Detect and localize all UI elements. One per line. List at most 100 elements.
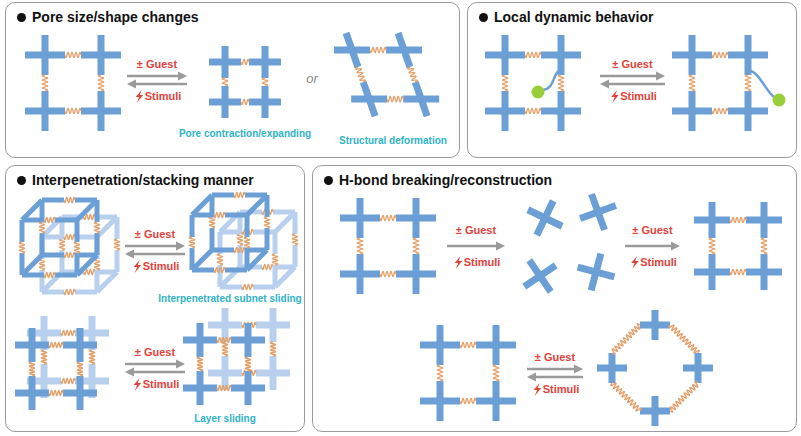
hbond-spring xyxy=(61,330,75,335)
hbond-spring xyxy=(214,267,225,272)
hbond-spring xyxy=(65,108,81,113)
linker-arm xyxy=(273,232,278,254)
linker-arm xyxy=(222,46,229,78)
hbond-spring xyxy=(234,247,245,252)
hbond-spring xyxy=(197,357,202,371)
hbond-spring xyxy=(49,342,63,347)
linker-arm xyxy=(262,86,269,118)
hbond-spring xyxy=(64,197,75,202)
pendant-group xyxy=(532,86,545,99)
reaction-arrow xyxy=(125,245,178,248)
linker-arm xyxy=(245,248,250,270)
panel-box: H-bond breaking/reconstruction xyxy=(312,165,797,432)
linker-arm xyxy=(609,353,616,383)
lightning-symbol xyxy=(134,378,142,391)
hbond-spring xyxy=(387,96,403,101)
lightning-symbol xyxy=(455,256,463,269)
hbond-spring xyxy=(502,75,507,91)
hbond-spring xyxy=(234,192,245,197)
hbond-spring xyxy=(241,99,249,104)
hbond-spring xyxy=(29,362,34,376)
pendant-chain xyxy=(543,70,561,90)
stimuli-label: Stimuli xyxy=(640,256,677,269)
hbond-spring xyxy=(380,215,396,220)
linker-arm xyxy=(192,213,214,218)
hbond-spring xyxy=(242,284,253,289)
linker-arm xyxy=(247,195,267,215)
hbond-spring xyxy=(74,242,79,253)
bullet-dot xyxy=(479,13,488,22)
reaction-arrow xyxy=(132,253,185,256)
linker-arm xyxy=(77,376,84,410)
stimuli-label: Stimuli xyxy=(620,90,657,103)
linker-arm xyxy=(245,323,252,357)
guest-label: ± Guest xyxy=(632,224,672,237)
bullet-dot xyxy=(17,176,26,185)
hbond-spring xyxy=(41,350,46,364)
linker-arm xyxy=(22,200,42,220)
hbond-spring xyxy=(19,242,24,253)
linker-arm xyxy=(591,254,601,291)
hbond-spring xyxy=(262,264,273,269)
hbond-spring xyxy=(670,382,698,413)
linker-arm xyxy=(262,46,269,78)
linker-arm xyxy=(437,381,444,421)
hbond-spring xyxy=(380,271,396,276)
caption-label: Interpenetrated subnet sliding xyxy=(158,293,301,305)
linker-arm xyxy=(398,33,410,67)
guest-label: ± Guest xyxy=(135,228,175,241)
hbond-spring xyxy=(460,342,476,347)
linker-arm xyxy=(42,91,49,131)
hbond-spring xyxy=(65,52,81,57)
hbond-spring xyxy=(59,239,64,250)
linker-arm xyxy=(55,218,77,223)
hbond-spring xyxy=(525,52,541,57)
reaction-arrow xyxy=(607,83,665,86)
hbond-spring xyxy=(217,254,222,265)
hbond-spring xyxy=(214,212,225,217)
linker-arm xyxy=(190,248,195,270)
arrow-head xyxy=(176,242,185,251)
hbond-spring xyxy=(241,59,249,64)
hbond-spring xyxy=(709,238,714,254)
reaction-arrow xyxy=(534,376,583,379)
arrow-head xyxy=(574,365,583,374)
linker-arm xyxy=(265,228,270,250)
linker-arm xyxy=(745,35,752,75)
hbond-spring xyxy=(94,222,99,233)
linker-arm xyxy=(493,325,500,365)
hbond-spring xyxy=(262,78,267,86)
hbond-spring xyxy=(370,47,386,52)
hbond-spring xyxy=(49,390,63,395)
hbond-spring xyxy=(525,108,541,113)
linker-arm xyxy=(357,254,364,294)
linker-arm xyxy=(192,268,214,273)
linker-arm xyxy=(75,220,80,242)
arrow-head xyxy=(127,80,136,89)
linker-arm xyxy=(415,82,427,116)
linker-arm xyxy=(437,325,444,365)
hbond-spring xyxy=(356,67,366,82)
reaction-arrow xyxy=(132,371,185,374)
linker-arm xyxy=(98,91,105,131)
linker-arm xyxy=(225,268,247,273)
panel-title: Local dynamic behavior xyxy=(494,9,654,25)
linker-arm xyxy=(537,201,554,235)
hbond-spring xyxy=(270,342,275,356)
lightning-symbol xyxy=(134,260,142,273)
bullet-dot xyxy=(17,13,26,22)
hbond-spring xyxy=(209,217,214,228)
linker-arm xyxy=(220,230,242,235)
reaction-arrow xyxy=(127,75,180,78)
linker-arm xyxy=(413,254,420,294)
bullet-dot xyxy=(324,176,333,185)
hbond-spring xyxy=(437,365,442,381)
arrow-head xyxy=(125,368,134,377)
linker-arm xyxy=(95,233,100,255)
arrow-head xyxy=(176,360,185,369)
linker-arm xyxy=(22,273,44,278)
panel-box: Interpenetration/stacking manner xyxy=(5,165,305,432)
hbond-spring xyxy=(493,365,498,381)
hbond-spring xyxy=(730,269,746,274)
